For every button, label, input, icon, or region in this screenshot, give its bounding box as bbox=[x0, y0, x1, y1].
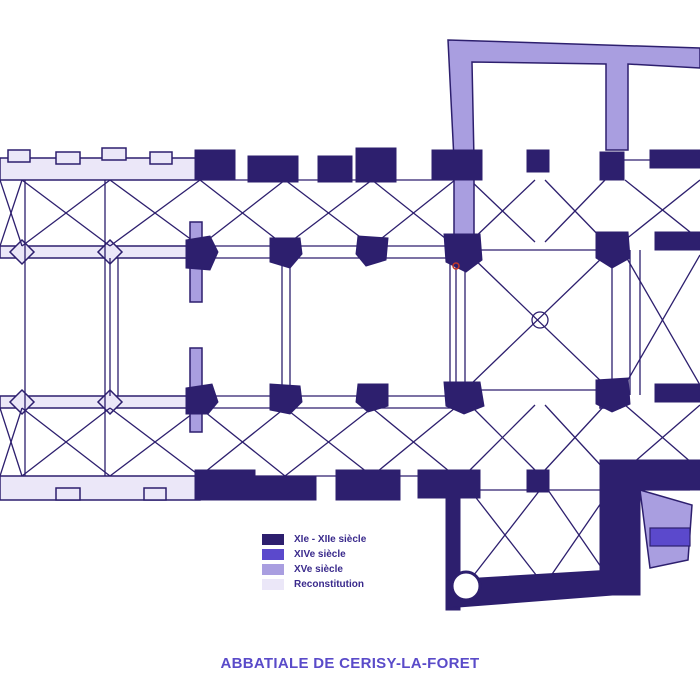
legend-item-reconstitution: Reconstitution bbox=[262, 577, 366, 592]
legend: XIe - XIIe siècle XIVe siècle XVe siècle… bbox=[262, 532, 366, 592]
legend-item-xve: XVe siècle bbox=[262, 562, 366, 577]
buttress-reconstitution bbox=[7, 149, 31, 163]
legend-swatch bbox=[262, 579, 284, 590]
legend-swatch bbox=[262, 549, 284, 560]
reconstitution-area bbox=[0, 147, 201, 501]
buttress-reconstitution bbox=[149, 151, 173, 165]
plan-title: ABBATIALE DE CERISY-LA-FORET bbox=[220, 655, 480, 672]
crossing-pier-detail bbox=[452, 262, 460, 270]
legend-label: XIVe siècle bbox=[294, 549, 346, 560]
chapel-wall-xive bbox=[649, 527, 691, 547]
legend-swatch bbox=[262, 564, 284, 575]
north-transept-chapel-wall bbox=[447, 39, 700, 161]
legend-item-xie-xiie: XIe - XIIe siècle bbox=[262, 532, 366, 547]
buttress-reconstitution bbox=[101, 147, 127, 161]
vault-lines bbox=[0, 159, 700, 581]
pier-reconstitution bbox=[96, 388, 124, 416]
buttress-reconstitution bbox=[143, 487, 167, 501]
pier-reconstitution bbox=[8, 388, 36, 416]
pier-reconstitution bbox=[8, 238, 36, 266]
xie-xiie-siecle-area bbox=[185, 147, 700, 611]
stair-turret bbox=[450, 570, 482, 602]
legend-label: Reconstitution bbox=[294, 579, 364, 590]
legend-item-xive: XIVe siècle bbox=[262, 547, 366, 562]
south-aisle-wall-reconstitution bbox=[0, 475, 201, 501]
buttress-reconstitution bbox=[55, 151, 81, 165]
legend-label: XIe - XIIe siècle bbox=[294, 534, 367, 545]
legend-label: XVe siècle bbox=[294, 564, 343, 575]
legend-swatch bbox=[262, 534, 284, 545]
buttress-reconstitution bbox=[55, 487, 81, 501]
